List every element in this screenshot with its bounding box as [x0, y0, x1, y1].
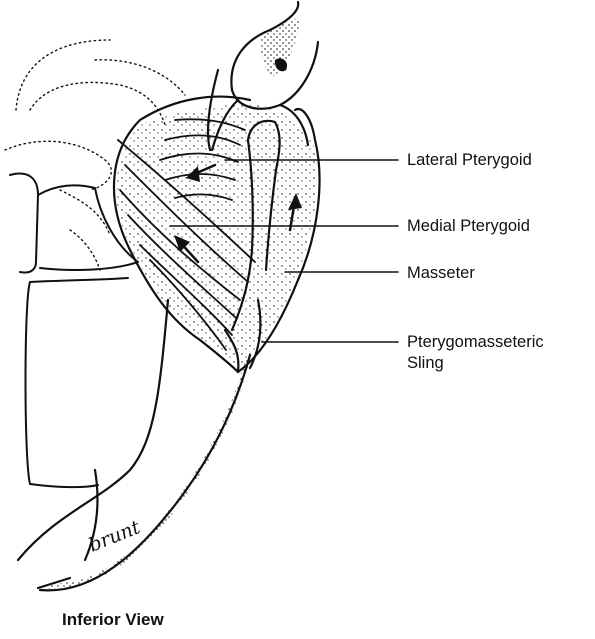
label-sling-line1: Pterygomasseteric: [407, 332, 544, 353]
label-masseter: Masseter: [407, 263, 475, 284]
mandible-shading: [45, 362, 247, 586]
label-lateral-pterygoid: Lateral Pterygoid: [407, 150, 532, 171]
muscle-stipple: [116, 104, 317, 370]
view-caption: Inferior View: [62, 610, 164, 630]
label-sling-line2: Sling: [407, 353, 444, 374]
label-medial-pterygoid: Medial Pterygoid: [407, 216, 530, 237]
